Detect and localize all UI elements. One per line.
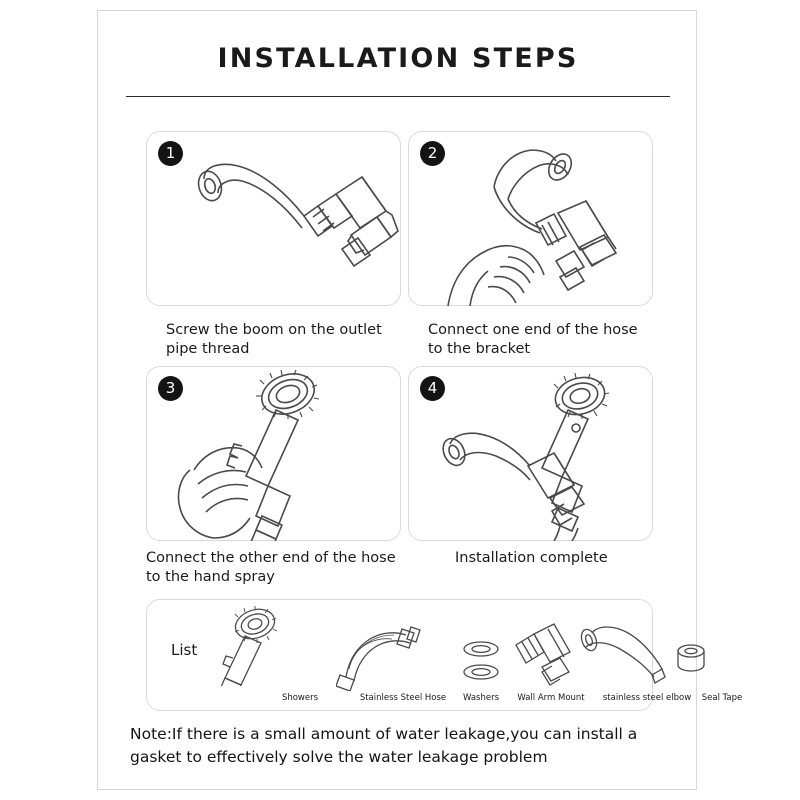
step-number-2: 2 <box>420 141 445 166</box>
step-illustration-4 <box>408 366 653 541</box>
step-illustration-3 <box>146 366 401 541</box>
part-icon-seal-tape <box>670 639 712 683</box>
page-title: INSTALLATION STEPS <box>217 43 579 74</box>
part-icon-elbow <box>578 619 668 689</box>
part-icon-showers <box>213 606 283 686</box>
step-card-3 <box>146 366 401 541</box>
step-illustration-1 <box>146 131 401 306</box>
step-number-4: 4 <box>420 376 445 401</box>
part-label-showers: Showers <box>281 693 319 703</box>
title-divider <box>126 96 670 97</box>
part-icon-washers <box>456 636 506 688</box>
parts-list-card <box>146 599 653 711</box>
step-number-1: 1 <box>158 141 183 166</box>
step-caption-3: Connect the other end of the hose to the… <box>146 550 396 585</box>
poster-sheet: INSTALLATION STEPS <box>97 10 742 790</box>
step-caption-4: Installation complete <box>455 550 608 566</box>
installation-note: Note:If there is a small amount of water… <box>130 725 638 766</box>
step-caption-1: Screw the boom on the outlet pipe thread <box>166 322 382 357</box>
part-label-hose: Stainless Steel Hose <box>359 693 447 703</box>
step-number-3: 3 <box>158 376 183 401</box>
step-card-1 <box>146 131 401 306</box>
step-caption-2: Connect one end of the hose to the brack… <box>428 322 638 357</box>
step-card-4 <box>408 366 653 541</box>
parts-list-label: List <box>171 641 198 659</box>
part-label-elbow: stainless steel elbow <box>602 693 692 703</box>
part-icon-wall-arm-mount <box>510 623 572 689</box>
part-icon-hose <box>336 621 426 691</box>
part-label-washers: Washers <box>462 693 500 703</box>
step-card-2 <box>408 131 653 306</box>
part-label-wall-arm-mount: Wall Arm Mount <box>517 693 585 703</box>
part-label-seal-tape: Seal Tape <box>701 693 743 703</box>
step-illustration-2 <box>408 131 653 306</box>
